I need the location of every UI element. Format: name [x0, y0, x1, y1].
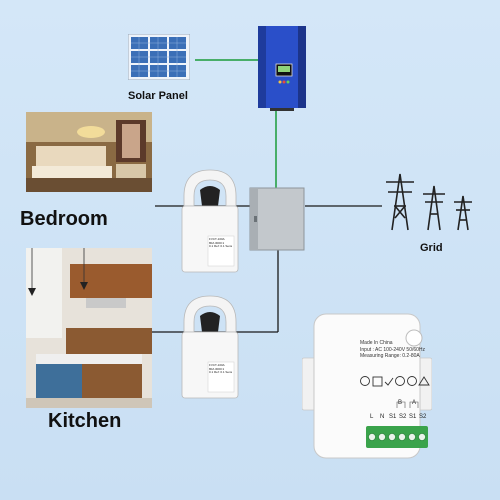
bedroom-label: Bedroom — [20, 208, 108, 231]
channel-a-label: A — [412, 400, 416, 406]
ct-clamp-kitchen: FVCT-100A 80A 3000:1 0.1 Ref: 0.1 Sens — [178, 292, 242, 400]
device-measuring-range: Measuring Range: 0.2-80A — [360, 353, 426, 360]
terminal-label-s2-b: S2 — [399, 414, 406, 420]
terminal-label-s1-a: S1 — [409, 414, 416, 420]
channel-b-label: B — [398, 400, 402, 406]
ct-clamp-spec: FVCT-100A 80A 3000:1 0.1 Ref: 0.1 Sens — [209, 364, 234, 375]
device-spec-text: Made In China Input : AC 100-240V 50/60H… — [360, 340, 426, 360]
power-grid-icon — [380, 166, 480, 232]
ct-note: 0.1 Ref: 0.1 Sens — [209, 371, 234, 375]
energy-meter-device: Made In China Input : AC 100-240V 50/60H… — [302, 310, 432, 462]
kitchen-label: Kitchen — [48, 410, 121, 433]
ct-note: 0.1 Ref: 0.1 Sens — [209, 245, 234, 249]
ct-clamp-icon — [178, 292, 242, 400]
terminal-label-s2-a: S2 — [419, 414, 426, 420]
energy-meter-body — [302, 310, 432, 462]
grid-label: Grid — [420, 242, 443, 254]
solar-panel-label: Solar Panel — [128, 90, 188, 102]
kitchen-photo — [26, 248, 152, 408]
terminal-label-n: N — [380, 414, 384, 420]
ct-clamp-icon — [178, 166, 242, 274]
solar-panel-icon — [128, 34, 190, 80]
bedroom-photo — [26, 112, 152, 192]
junction-box-icon — [248, 186, 306, 252]
terminal-label-l: L — [370, 414, 373, 420]
inverter-icon — [254, 24, 310, 112]
terminal-label-s1-b: S1 — [389, 414, 396, 420]
ct-clamp-bedroom: FVCT-100A 80A 3000:1 0.1 Ref: 0.1 Sens — [178, 166, 242, 274]
ct-clamp-spec: FVCT-100A 80A 3000:1 0.1 Ref: 0.1 Sens — [209, 238, 234, 249]
